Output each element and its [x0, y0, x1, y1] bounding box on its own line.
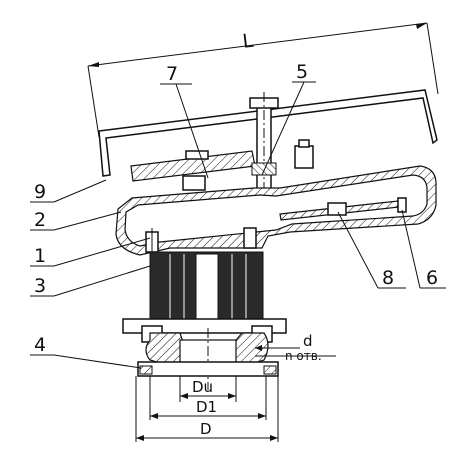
callout-5: 5 [296, 61, 308, 83]
seat-ring [145, 227, 257, 258]
callout-3: 3 [34, 275, 46, 297]
hole-dimension: d n отв. [255, 332, 336, 363]
label-Du: Du [192, 378, 213, 396]
callout-2: 2 [34, 209, 46, 231]
cap-nut [182, 139, 314, 191]
lower-flange [137, 361, 279, 377]
callout-1: 1 [34, 245, 46, 267]
callout-numbers: 7 5 9 2 1 3 4 8 6 [34, 61, 438, 356]
label-D1: D1 [196, 398, 217, 416]
bottom-dimensions: Du D1 D [135, 376, 279, 442]
callout-9: 9 [34, 181, 46, 203]
callout-6: 6 [426, 267, 438, 289]
label-d: d [303, 332, 313, 350]
label-D: D [200, 420, 212, 438]
callout-leaders [30, 81, 446, 369]
callout-7: 7 [166, 63, 178, 85]
label-L: L [241, 30, 255, 53]
label-hole-count: n отв. [285, 349, 322, 363]
valve-housing [115, 165, 437, 256]
flame-arrester [149, 251, 264, 329]
callout-4: 4 [34, 334, 46, 356]
callout-8: 8 [382, 267, 394, 289]
dimension-L: L [87, 22, 439, 138]
valve-disc [279, 197, 407, 221]
nozzle-body [145, 328, 269, 390]
